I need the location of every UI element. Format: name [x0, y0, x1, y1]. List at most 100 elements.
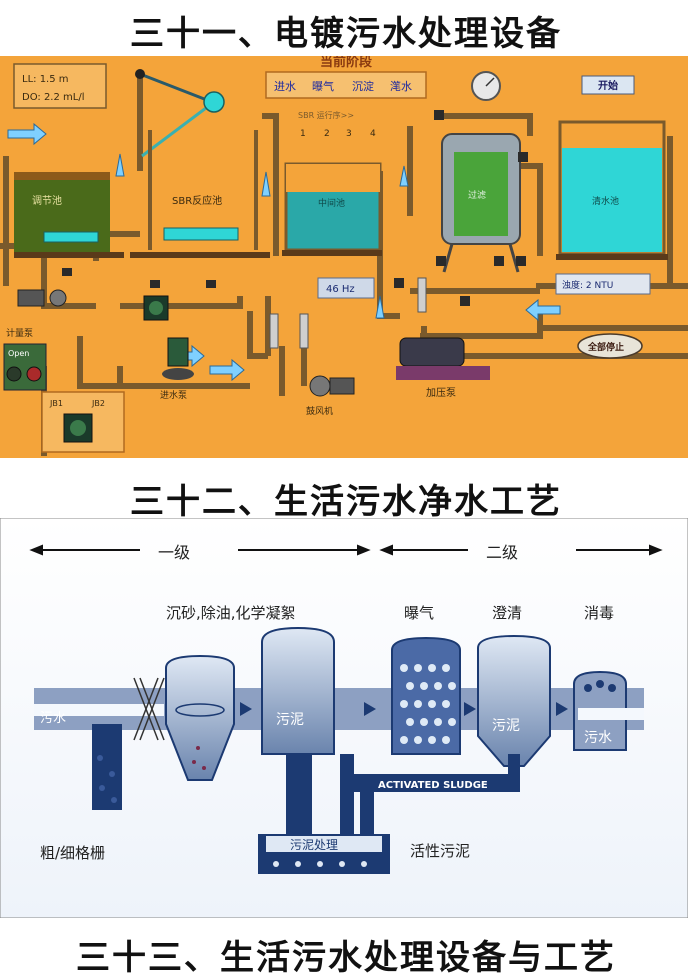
control-switch-knob — [70, 420, 86, 436]
level-ll-value: LL: 1.5 m — [22, 74, 69, 85]
sbr-program-label: SBR 运行序>> — [298, 110, 354, 120]
sludge-to-treatment-pipe — [360, 792, 374, 846]
open-button-red[interactable] — [26, 366, 42, 382]
clear-water-fill — [562, 148, 662, 252]
sbr-tank-label: SBR反应池 — [172, 194, 222, 207]
clear-water-label: 清水池 — [592, 195, 619, 207]
aeration-bubbles — [400, 664, 456, 744]
open-panel — [3, 343, 47, 391]
level-two-label: 二级 — [486, 543, 518, 562]
stage-aeration: 曝气 — [312, 79, 334, 93]
screen-debris — [97, 755, 117, 803]
diffuser-bar-1 — [43, 231, 99, 243]
booster-pump-label: 加压泵 — [426, 387, 456, 399]
mixer-arm-2 — [141, 100, 215, 158]
grit-chamber — [165, 654, 235, 781]
sludge-treatment-label: 污泥处理 — [290, 838, 338, 852]
process-arrows — [240, 702, 568, 778]
frequency-display — [317, 277, 375, 299]
meter-pump-icon — [17, 289, 45, 307]
jb1-label: JB1 — [49, 399, 63, 408]
grit-particles — [192, 746, 206, 770]
regulating-tank-label: 调节池 — [32, 194, 62, 207]
primary-settling-tank — [261, 626, 335, 755]
sbr-step-3: 3 — [346, 129, 352, 139]
screen-label: 粗/细格栅 — [40, 844, 105, 862]
electroplating-scada-panel: LL: 1.5 m DO: 2.2 mL/l 当前阶段 进水 曝气 沉淀 滗水 … — [0, 56, 688, 458]
stage-decant: 滗水 — [390, 79, 412, 93]
meter-pump-label: 计量泵 — [6, 327, 33, 339]
start-button-label: 开始 — [598, 79, 618, 92]
domestic-process-diagram: 一级 二级 沉砂,除油,化学凝絮 曝气 澄清 消毒 污水 粗/细格栅 污泥 污泥 — [0, 518, 688, 918]
process-aeration-label: 曝气 — [404, 604, 434, 622]
sludge-label-1: 污泥 — [276, 712, 304, 728]
level-one-label: 一级 — [158, 543, 190, 562]
sewage-inlet-label: 污水 — [40, 711, 66, 726]
turbidity-value: 浊度: 2 NTU — [562, 279, 613, 291]
sbr-tank-wall-right — [254, 130, 258, 250]
grit-vortex-icon — [175, 703, 225, 717]
main-pipe-highlight — [34, 704, 164, 716]
disinfect-mixer-icon — [584, 680, 616, 692]
filter-vessel-fill — [454, 152, 508, 236]
process-clarify-label: 澄清 — [492, 604, 522, 622]
activated-sludge-label: ACTIVATED SLUDGE — [378, 780, 488, 791]
blower-body-icon — [329, 377, 355, 395]
stage-box — [265, 71, 427, 99]
diffuser-bar-2 — [163, 227, 239, 241]
inlet-pump-label: 进水泵 — [160, 389, 187, 401]
sludge-treatment-dots — [273, 861, 367, 867]
booster-pump-icon — [399, 337, 465, 367]
valve-switch-1[interactable] — [143, 295, 169, 321]
gauge-needle-icon — [485, 77, 495, 87]
blower-icon — [309, 375, 331, 397]
screen-pit — [92, 724, 122, 810]
flowmeter-1 — [269, 313, 279, 349]
process-primary-label: 沉砂,除油,化学凝絮 — [166, 604, 296, 622]
inlet-pump-base-icon — [162, 368, 194, 380]
jb2-label: JB2 — [91, 399, 105, 408]
heading-domestic-purification: 三十二、生活污水净水工艺 — [130, 482, 562, 522]
turbidity-display — [555, 273, 651, 295]
valves — [62, 110, 528, 306]
clarifier-tank — [477, 634, 551, 767]
sewage-outlet-label: 污水 — [584, 730, 612, 746]
sludge-label-2: 污泥 — [492, 718, 520, 734]
filter-leg-left — [442, 243, 454, 273]
middle-tank-label: 中间池 — [318, 197, 345, 209]
filter-leg-right — [508, 243, 520, 273]
frequency-value: 46 Hz — [326, 284, 355, 295]
mixer-ball-icon — [203, 91, 225, 113]
mixer-arm — [139, 72, 213, 104]
sbr-tank-bottom — [130, 252, 270, 258]
return-pipe-horizontal — [340, 774, 520, 792]
sludge-treatment-label-bg — [266, 836, 382, 852]
mixer-pivot-icon — [135, 69, 145, 79]
middle-tank-base — [282, 250, 382, 256]
disinfect-outlet — [578, 708, 644, 720]
active-sludge-label: 活性污泥 — [410, 842, 470, 860]
heading-electroplating: 三十一、电镀污水处理设备 — [130, 14, 562, 54]
filter-vessel-label: 过滤 — [468, 189, 486, 201]
stop-all-button-label: 全部停止 — [587, 341, 624, 353]
regulating-tank-base — [14, 252, 124, 258]
screen-grid-icon — [133, 677, 165, 741]
booster-pump-base — [396, 366, 490, 380]
heading-domestic-equipment: 三十三、生活污水处理设备与工艺 — [76, 938, 616, 978]
stage-title: 当前阶段 — [320, 56, 372, 70]
middle-tank-top — [286, 164, 380, 192]
stage-settling: 沉淀 — [352, 79, 374, 93]
inlet-pump-icon — [167, 337, 189, 367]
sbr-step-1: 1 — [300, 129, 306, 139]
return-pipe-vertical — [508, 754, 520, 792]
level-readout-box — [13, 63, 107, 109]
control-switch[interactable] — [63, 413, 93, 443]
valve-switch-1-knob — [149, 301, 163, 315]
stop-all-button[interactable] — [577, 333, 643, 359]
sbr-step-2: 2 — [324, 129, 330, 139]
level-do-value: DO: 2.2 mL/l — [22, 92, 85, 103]
start-button[interactable] — [581, 75, 635, 95]
process-disinfect-label: 消毒 — [584, 604, 614, 622]
open-button-green[interactable] — [6, 366, 22, 382]
sbr-step-4: 4 — [370, 129, 376, 139]
